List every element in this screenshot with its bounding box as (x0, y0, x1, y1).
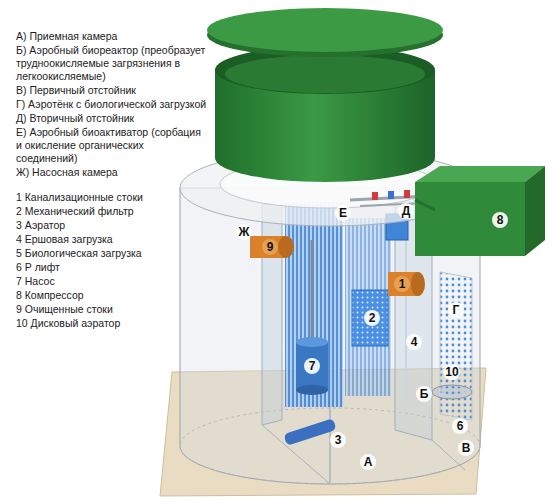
key-entry: 3 Аэратор (16, 219, 208, 232)
callout-label: Ж (236, 224, 252, 240)
key-entry: А) Приемная камера (16, 30, 208, 43)
callout-label: 3 (330, 432, 346, 448)
key-entry: Б) Аэробный биореактор (преобразует труд… (16, 44, 208, 83)
key-entry: Ж) Насосная камера (16, 166, 208, 179)
callout-label: Г (448, 302, 464, 318)
callout-label: 1 (394, 276, 410, 292)
key-entry: 6 Р лифт (16, 261, 208, 274)
callout-label: Д (398, 203, 414, 219)
callout-label: 6 (452, 418, 468, 434)
callout-label: 10 (443, 364, 460, 380)
key-entry: Г) Аэротёнк с биологической загрузкой (16, 98, 208, 111)
key-entry: 4 Ершовая загрузка (16, 233, 208, 246)
key-entry: 5 Биологическая загрузка (16, 247, 208, 260)
callout-label: 4 (406, 334, 422, 350)
callout-label: 8 (492, 212, 508, 228)
callout-label: Е (335, 205, 351, 221)
callout-label: А (360, 454, 376, 470)
key-entry: В) Первичный отстойник (16, 84, 208, 97)
callout-label: В (458, 440, 474, 456)
key-entry: 7 Насос (16, 275, 208, 288)
callout-label: Б (416, 386, 432, 402)
key-entry: Е) Аэробный биоактиватор (сорбация и оки… (16, 126, 208, 165)
callout-label: 7 (304, 358, 320, 374)
key-entry: 8 Компрессор (16, 289, 208, 302)
callout-label: 2 (364, 310, 380, 326)
key-list: А) Приемная камераБ) Аэробный биореактор… (16, 30, 208, 331)
callout-label: 9 (262, 239, 278, 255)
key-entry: Д) Вторичный отстойник (16, 112, 208, 125)
key-entry: 1 Канализационные стоки (16, 191, 208, 204)
key-entry: 2 Механический фильтр (16, 205, 208, 218)
key-entry: 9 Очищенные стоки (16, 303, 208, 316)
key-entry: 10 Дисковый аэратор (16, 317, 208, 330)
